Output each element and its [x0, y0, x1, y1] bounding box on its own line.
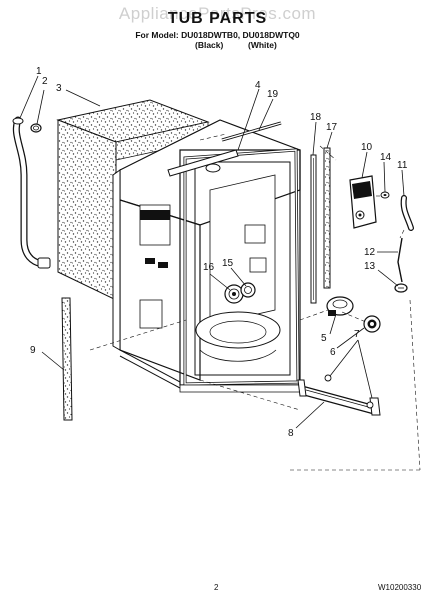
float-part: [326, 296, 354, 316]
page-title: TUB PARTS: [167, 10, 268, 27]
callout-leaders: [19, 75, 405, 429]
clamp-part: [30, 123, 42, 133]
color-black-label: (Black): [195, 40, 224, 50]
callout-2: 2: [42, 76, 48, 87]
callout-6: 6: [330, 347, 336, 358]
side-trim-part: [61, 297, 73, 421]
side-strip-part: [323, 147, 331, 289]
vent-fastener-part: [380, 191, 390, 199]
callout-8: 8: [288, 428, 294, 439]
door-gasket-part: [310, 154, 317, 304]
callout-4: 4: [255, 80, 261, 91]
top-trim-rail-part: [167, 149, 239, 177]
callout-12: 12: [364, 247, 376, 258]
model-line: For Model: DU018DWTB0, DU018DWTQ0: [135, 30, 300, 40]
callout-19: 19: [267, 89, 279, 100]
callout-18: 18: [310, 112, 322, 123]
callout-labels: 1 2 3 4 19 18 17 10 14 11 16 15 12 13 5 …: [30, 66, 408, 439]
callout-16: 16: [203, 262, 215, 273]
page-number: 2: [214, 583, 219, 592]
callout-1: 1: [36, 66, 42, 77]
callout-10: 10: [361, 142, 373, 153]
callout-3: 3: [56, 83, 62, 94]
grommet-part: [240, 282, 256, 298]
callout-13: 13: [364, 261, 376, 272]
float-nut-part: [363, 315, 381, 333]
callout-7: 7: [354, 329, 360, 340]
color-white-label: (White): [248, 40, 277, 50]
vent-hose-part: [400, 195, 414, 231]
callout-17: 17: [326, 122, 338, 133]
alignment-lines: [89, 133, 421, 471]
float-switch-part: [394, 237, 408, 293]
callout-14: 14: [380, 152, 392, 163]
insulation-blanket-part: [56, 99, 210, 301]
callout-9: 9: [30, 345, 36, 356]
dishwasher-tub: [112, 119, 301, 393]
bottom-bracket-part: [297, 374, 381, 416]
callout-5: 5: [321, 333, 327, 344]
drain-hose-part: [12, 116, 51, 269]
callout-15: 15: [222, 258, 234, 269]
top-gasket-part: [221, 121, 282, 142]
document-number: W10200330: [378, 583, 422, 592]
callout-11: 11: [397, 160, 408, 171]
vent-part: [349, 175, 377, 229]
watermark: AppliancePartsPros.com: [118, 4, 317, 23]
